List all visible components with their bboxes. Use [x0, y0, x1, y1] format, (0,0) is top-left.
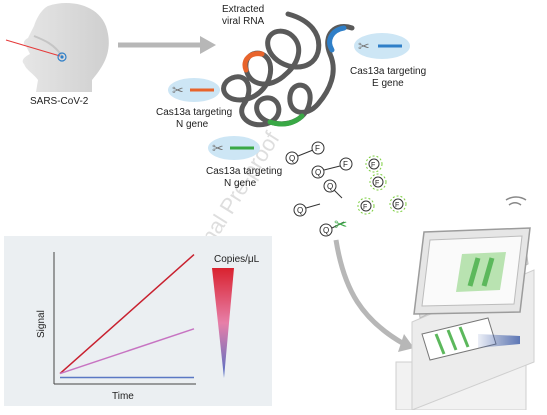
x-axis-label: Time	[112, 391, 134, 402]
swab-line	[5, 39, 61, 57]
virus-core-icon	[60, 55, 64, 59]
reporter-f-label: F	[371, 162, 375, 169]
signal-chart: Signal Time Copies/μL	[4, 236, 272, 406]
reporter-f-label: F	[395, 202, 399, 209]
arrow-to-phone	[333, 239, 406, 347]
y-axis-label: Signal	[36, 310, 47, 338]
viral-rna-strand	[221, 11, 355, 128]
glow-ring	[365, 155, 383, 173]
glow-ring	[357, 197, 375, 215]
quencher-icon	[285, 151, 299, 165]
scissors-icon: ✂	[334, 217, 347, 234]
strip-band	[446, 329, 458, 351]
reporter-q-label: Q	[323, 226, 329, 235]
cas13a-n-bottom-label-line1: Cas13a targeting	[206, 166, 282, 177]
reporter-linker	[333, 189, 343, 199]
rna-label-line1: Extracted	[222, 4, 264, 15]
reporter-f-label: F	[315, 144, 320, 153]
cas13a-n-top-label-line1: Cas13a targeting	[156, 107, 232, 118]
cas13a-e-label-line2: E gene	[372, 78, 404, 89]
arrow-to-rna-head	[200, 36, 216, 54]
screen-result-band	[467, 257, 481, 287]
cas13a-n-gene-green-complex: ✂	[208, 136, 260, 160]
wifi-icon	[505, 196, 527, 201]
smartphone-reader	[395, 196, 535, 411]
reporter-linker	[331, 221, 345, 229]
arrow-to-phone-head	[398, 334, 414, 352]
scissors-icon: ✂	[172, 82, 184, 98]
reporter-q-label: Q	[327, 182, 333, 191]
scissors-icon: ✂	[358, 38, 370, 54]
reporter-linker	[305, 203, 321, 209]
fluorophore-icon	[372, 176, 384, 188]
series-layer	[59, 253, 195, 379]
screen-result-panel	[456, 252, 506, 292]
reporter-f-label: F	[363, 204, 367, 211]
reporter-intact: Q F	[311, 157, 353, 179]
reporter-q-label: Q	[289, 154, 295, 163]
rna-strand-path	[221, 11, 355, 128]
fluorophore-icon	[360, 200, 372, 212]
reporter-cleaved: Q	[323, 179, 343, 199]
screen-result-band	[481, 257, 495, 287]
sars-cov-2-label: SARS-CoV-2	[30, 96, 89, 107]
reporter-q-label: Q	[315, 168, 321, 177]
reporter-linker	[297, 149, 314, 157]
concentration-gradient-legend	[212, 268, 234, 378]
scissors-icon: ✂	[212, 140, 224, 156]
head-silhouette	[22, 3, 109, 93]
quencher-icon	[293, 203, 307, 217]
rna-n-gene-segment-orange	[242, 51, 265, 73]
reporter-cleaved: Q ✂	[319, 217, 347, 237]
strip-band	[434, 333, 446, 355]
series-line-1	[59, 253, 195, 375]
strip-band	[458, 326, 470, 348]
legend-title: Copies/μL	[214, 254, 260, 265]
reporters: Q F Q F Q Q Q ✂	[285, 141, 407, 237]
cas13a-n-top-label-line2: N gene	[176, 119, 209, 130]
head-illustration	[5, 3, 109, 93]
reporter-intact: Q F	[285, 141, 325, 165]
quencher-icon	[319, 223, 333, 237]
wifi-icon-inner	[508, 202, 522, 206]
rna-label-line2: viral RNA	[222, 16, 265, 27]
glow-ring	[369, 173, 387, 191]
cas13a-e-gene-complex: ✂	[354, 33, 410, 59]
fluorophore-icon	[311, 141, 325, 155]
reporter-f-label: F	[343, 160, 348, 169]
cas13a-e-label-line1: Cas13a targeting	[350, 66, 426, 77]
series-line-2	[59, 328, 195, 375]
fluorophore-icon	[392, 198, 404, 210]
cas13a-n-gene-orange-complex: ✂	[168, 78, 220, 102]
virus-icon	[57, 52, 67, 62]
light-beam	[478, 334, 520, 348]
reporter-q-label: Q	[297, 206, 303, 215]
rna-e-gene-segment	[327, 25, 347, 53]
reporter-linker	[323, 165, 341, 171]
reporter-intact: Q	[293, 203, 321, 217]
rna-n-gene-segment-green	[267, 113, 305, 127]
quencher-icon	[323, 179, 337, 193]
quencher-icon	[311, 165, 325, 179]
reporter-f-label: F	[375, 180, 379, 187]
glow-ring	[389, 195, 407, 213]
cas13a-n-bottom-label-line2: N gene	[224, 178, 257, 189]
fluorophore-icon	[368, 158, 380, 170]
glowing-fluorophores: F F F F	[357, 155, 407, 215]
fluorophore-icon	[339, 157, 353, 171]
